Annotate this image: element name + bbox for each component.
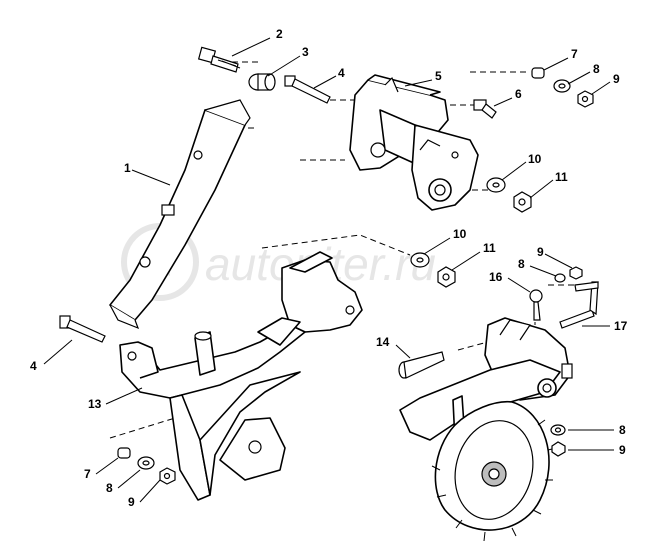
callout-4-left: 4 (30, 359, 37, 373)
callout-9-top: 9 (613, 72, 620, 86)
callout-11-middle: 11 (483, 241, 496, 255)
part-17-l-rod (559, 281, 599, 329)
callout-2: 2 (276, 27, 283, 41)
callout-8-bottom-left: 8 (106, 481, 113, 495)
strap-hole-bottom (139, 256, 151, 268)
callout-8-top: 8 (593, 62, 600, 76)
part-11-nut-middle (437, 266, 456, 288)
callout-8-right-bottom: 8 (619, 423, 626, 437)
callout-9-bottom-left: 9 (128, 495, 135, 509)
part-9-nut-bottom-left (159, 467, 176, 485)
callout-8-right-top: 8 (518, 257, 525, 271)
callout-leaders (43, 37, 614, 503)
part-8-washer-top (553, 79, 571, 93)
part-4-long-bolt-left (59, 315, 106, 343)
strap-nut (161, 204, 175, 216)
part-10-washer-top (486, 177, 506, 193)
callout-17: 17 (614, 319, 628, 333)
callout-4-top: 4 (338, 66, 345, 80)
callout-14: 14 (376, 335, 390, 349)
part-8-washer-right-top (554, 273, 566, 283)
callout-5: 5 (435, 69, 442, 83)
callout-9-right-top: 9 (537, 245, 544, 259)
callout-9-right-bottom: 9 (619, 443, 626, 457)
part-11-nut-top (513, 191, 532, 213)
callout-7-top: 7 (571, 47, 578, 61)
callout-7-bottom: 7 (84, 467, 91, 481)
part-2-bolt (197, 46, 241, 73)
callout-labels: 2 3 4 5 6 7 8 9 10 11 1 10 11 9 8 16 17 … (30, 27, 628, 509)
part-8-washer-bottom-left (137, 456, 155, 470)
callout-1: 1 (124, 161, 131, 175)
part-3-bushing (248, 73, 276, 91)
part-9-nut-top (577, 90, 594, 108)
callout-13: 13 (88, 397, 102, 411)
strap-hole-top (193, 150, 203, 160)
part-7-spacer-bottom (117, 447, 131, 459)
callout-11-top: 11 (555, 170, 568, 184)
part-5-bracket (349, 74, 479, 211)
part-16-eye-bolt (529, 289, 543, 321)
callout-16: 16 (489, 270, 503, 284)
part-4-long-bolt-top (284, 75, 331, 104)
part-10-washer-middle (410, 252, 430, 268)
wheel-assembly (399, 317, 573, 542)
part-7-spacer-top (531, 67, 545, 79)
part-9-nut-right-bottom (551, 441, 566, 457)
callout-6: 6 (515, 87, 522, 101)
callout-10-top: 10 (528, 152, 542, 166)
part-14-bolt (398, 351, 445, 379)
part-9-nut-right-top (569, 266, 583, 280)
part-1-curved-strap (109, 99, 251, 330)
callout-3: 3 (302, 45, 309, 59)
callout-10-middle: 10 (453, 227, 467, 241)
part-6-small-bolt (473, 99, 497, 119)
part-13-main-frame (119, 251, 363, 501)
part-8-washer-right-bottom (550, 424, 566, 436)
